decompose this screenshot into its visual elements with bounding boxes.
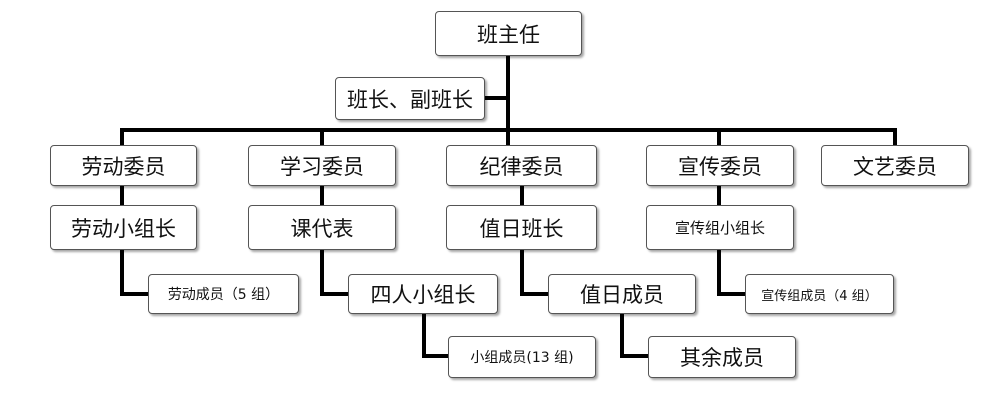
node-arts-committee: 文艺委员 <box>821 145 969 186</box>
node-labor-committee: 劳动委员 <box>50 145 197 186</box>
node-discipline-committee: 纪律委员 <box>446 145 597 186</box>
node-labor-leader: 劳动小组长 <box>50 205 197 250</box>
node-study-committee: 学习委员 <box>248 145 396 186</box>
node-other-members: 其余成员 <box>648 336 796 378</box>
node-duty-members: 值日成员 <box>548 274 696 314</box>
node-head-teacher: 班主任 <box>435 11 582 56</box>
node-publicity-members: 宣传组成员（4 组） <box>745 274 894 314</box>
node-monitor: 班长、副班长 <box>335 77 485 120</box>
node-group-leader: 四人小组长 <box>348 274 498 314</box>
node-publicity-leader: 宣传组小组长 <box>646 205 794 250</box>
node-duty-monitor: 值日班长 <box>446 205 597 250</box>
node-group-members: 小组成员(13 组) <box>448 336 596 378</box>
node-study-rep: 课代表 <box>248 205 396 250</box>
node-labor-members: 劳动成员（5 组） <box>148 274 299 314</box>
node-publicity-committee: 宣传委员 <box>646 145 794 186</box>
